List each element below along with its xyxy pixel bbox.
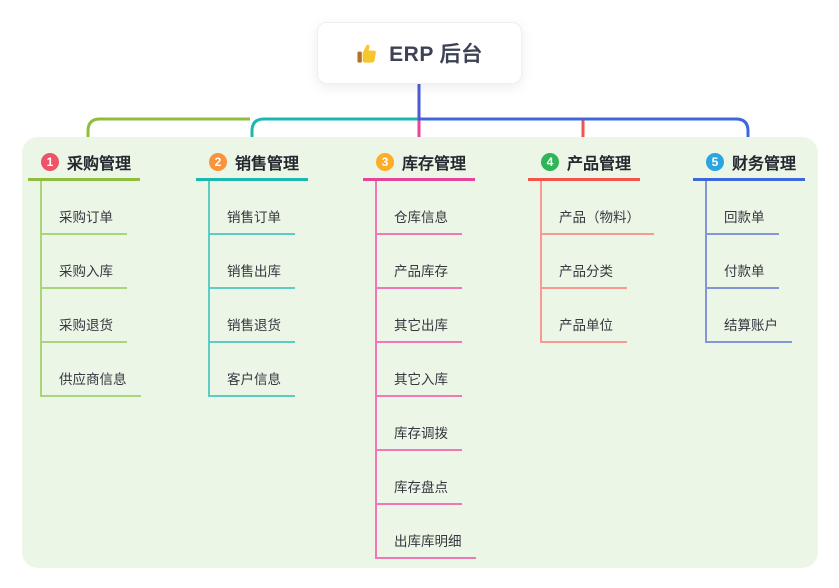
child-node: 库存调拨: [377, 397, 523, 451]
child-node: 采购退货: [42, 289, 188, 343]
child-node: 销售订单: [210, 181, 356, 235]
child-node-label[interactable]: 采购入库: [42, 260, 127, 289]
child-node-label[interactable]: 产品单位: [542, 314, 627, 343]
child-node: 客户信息: [210, 343, 356, 397]
branch-2-label: 销售管理: [235, 156, 300, 173]
branch-4-number-badge: 4: [541, 153, 559, 171]
branch-5-children: 回款单付款单结算账户: [705, 181, 839, 343]
child-node: 产品分类: [542, 235, 688, 289]
child-node: 回款单: [707, 181, 839, 235]
child-node-label[interactable]: 采购退货: [42, 314, 127, 343]
child-node-label[interactable]: 库存调拨: [377, 422, 462, 451]
branch-3-number-badge: 3: [376, 153, 394, 171]
child-node: 产品库存: [377, 235, 523, 289]
child-node-label[interactable]: 出库库明细: [377, 530, 476, 559]
branch-5-number-badge: 5: [706, 153, 724, 171]
branch-3-header[interactable]: 3 库存管理: [363, 148, 475, 181]
branches-panel: [22, 137, 818, 568]
branch-3-children: 仓库信息产品库存其它出库其它入库库存调拨库存盘点出库库明细: [375, 181, 523, 559]
child-node: 出库库明细: [377, 505, 523, 559]
branch-3: 3 库存管理仓库信息产品库存其它出库其它入库库存调拨库存盘点出库库明细: [363, 148, 523, 559]
child-node: 供应商信息: [42, 343, 188, 397]
thumbs-up-icon: [356, 42, 379, 65]
child-node: 销售出库: [210, 235, 356, 289]
child-node: 销售退货: [210, 289, 356, 343]
child-node: 其它出库: [377, 289, 523, 343]
child-node-label[interactable]: 销售订单: [210, 206, 295, 235]
child-node: 结算账户: [707, 289, 839, 343]
child-node-label[interactable]: 客户信息: [210, 368, 295, 397]
branch-1-label: 采购管理: [67, 156, 132, 173]
child-node-label[interactable]: 产品分类: [542, 260, 627, 289]
child-node-label[interactable]: 其它入库: [377, 368, 462, 397]
child-node-label[interactable]: 付款单: [707, 260, 779, 289]
branch-1-children: 采购订单采购入库采购退货供应商信息: [40, 181, 188, 397]
branch-2-header[interactable]: 2 销售管理: [196, 148, 308, 181]
child-node: 采购入库: [42, 235, 188, 289]
child-node-label[interactable]: 结算账户: [707, 314, 792, 343]
branch-4-children: 产品（物料） 产品分类产品单位: [540, 181, 688, 343]
child-node: 产品单位: [542, 289, 688, 343]
child-node: 库存盘点: [377, 451, 523, 505]
child-node-label[interactable]: 回款单: [707, 206, 779, 235]
child-node-label[interactable]: 库存盘点: [377, 476, 462, 505]
branch-4-label: 产品管理: [567, 156, 632, 173]
child-node: 采购订单: [42, 181, 188, 235]
child-node-label[interactable]: 采购订单: [42, 206, 127, 235]
branch-4-header[interactable]: 4 产品管理: [528, 148, 640, 181]
child-node: 产品（物料）: [542, 181, 688, 235]
branch-1: 1 采购管理采购订单采购入库采购退货供应商信息: [28, 148, 188, 397]
child-node: 仓库信息: [377, 181, 523, 235]
child-node-label[interactable]: 产品库存: [377, 260, 462, 289]
branch-2-children: 销售订单销售出库销售退货客户信息: [208, 181, 356, 397]
branch-2: 2 销售管理销售订单销售出库销售退货客户信息: [196, 148, 356, 397]
child-node-label[interactable]: 销售退货: [210, 314, 295, 343]
child-node-label[interactable]: 其它出库: [377, 314, 462, 343]
child-node-label[interactable]: 销售出库: [210, 260, 295, 289]
branch-3-label: 库存管理: [402, 156, 467, 173]
branch-1-number-badge: 1: [41, 153, 59, 171]
branch-4: 4 产品管理产品（物料） 产品分类产品单位: [528, 148, 688, 343]
child-node: 其它入库: [377, 343, 523, 397]
root-node-erp[interactable]: ERP 后台: [317, 22, 522, 84]
root-node-label: ERP 后台: [389, 43, 483, 66]
child-node: 付款单: [707, 235, 839, 289]
branch-1-header[interactable]: 1 采购管理: [28, 148, 140, 181]
child-node-label[interactable]: 仓库信息: [377, 206, 462, 235]
child-node-label[interactable]: 供应商信息: [42, 368, 141, 397]
branch-2-number-badge: 2: [209, 153, 227, 171]
branch-5-header[interactable]: 5 财务管理: [693, 148, 805, 181]
child-node-label[interactable]: 产品（物料）: [542, 206, 654, 235]
branch-5-label: 财务管理: [732, 156, 797, 173]
branch-5: 5 财务管理回款单付款单结算账户: [693, 148, 839, 343]
